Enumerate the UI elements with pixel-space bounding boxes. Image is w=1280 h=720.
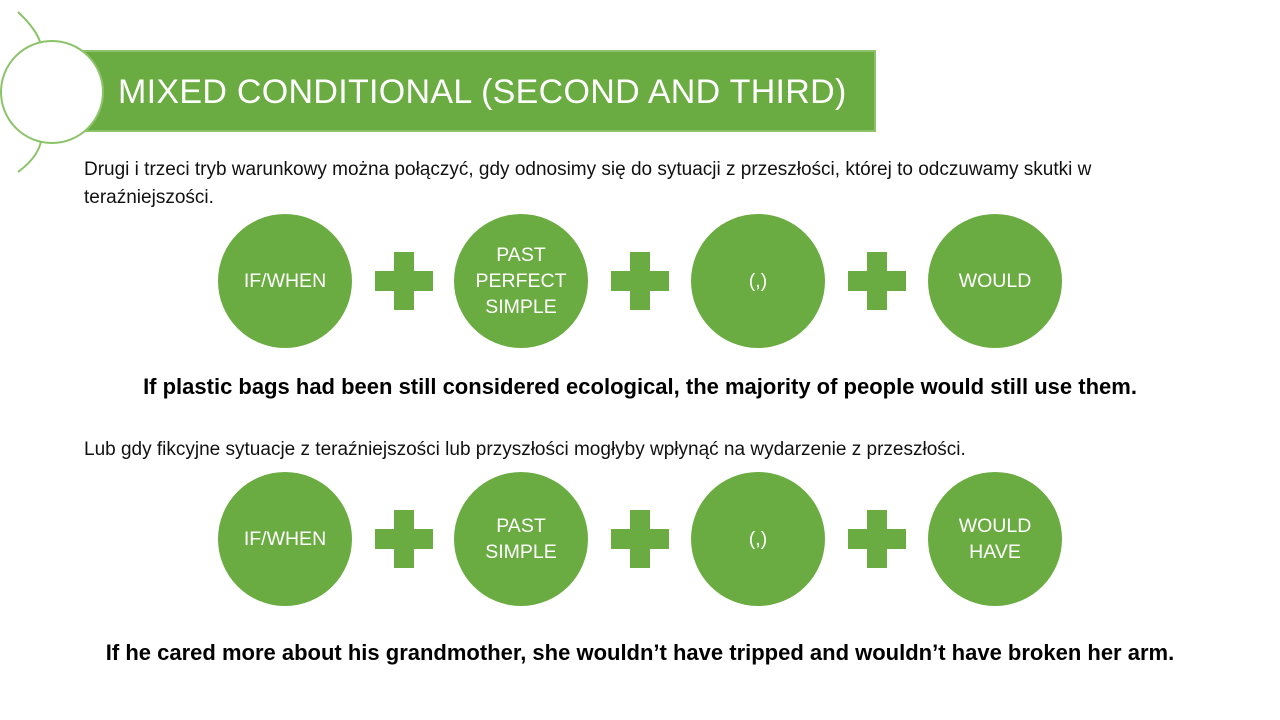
- plus-icon: [848, 510, 906, 568]
- intro-paragraph: Drugi i trzeci tryb warunkowy można połą…: [84, 159, 1092, 208]
- plus-icon: [375, 252, 433, 310]
- plus-icon: [611, 252, 669, 310]
- example-sentence-1: If plastic bags had been still considere…: [143, 374, 1137, 399]
- slide-title: MIXED CONDITIONAL (SECOND AND THIRD): [118, 73, 847, 111]
- second-paragraph: Lub gdy fikcyjne sytuacje z teraźniejszo…: [84, 439, 966, 460]
- formula2-circle-comma: (,): [691, 472, 825, 606]
- formula2-circle-past-simple: PAST SIMPLE: [454, 472, 588, 606]
- formula1-circle-comma: (,): [691, 214, 825, 348]
- formula1-circle-would: WOULD: [928, 214, 1062, 348]
- formula1-circle-if-when: IF/WHEN: [218, 214, 352, 348]
- title-banner: [80, 50, 876, 132]
- formula1-circle-past-perfect-simple: PAST PERFECT SIMPLE: [454, 214, 588, 348]
- plus-icon: [375, 510, 433, 568]
- plus-icon: [611, 510, 669, 568]
- plus-icon: [848, 252, 906, 310]
- formula2-circle-would-have: WOULD HAVE: [928, 472, 1062, 606]
- title-circle-decoration: [0, 40, 104, 144]
- example-sentence-2: If he cared more about his grandmother, …: [105, 640, 1175, 665]
- formula2-circle-if-when: IF/WHEN: [218, 472, 352, 606]
